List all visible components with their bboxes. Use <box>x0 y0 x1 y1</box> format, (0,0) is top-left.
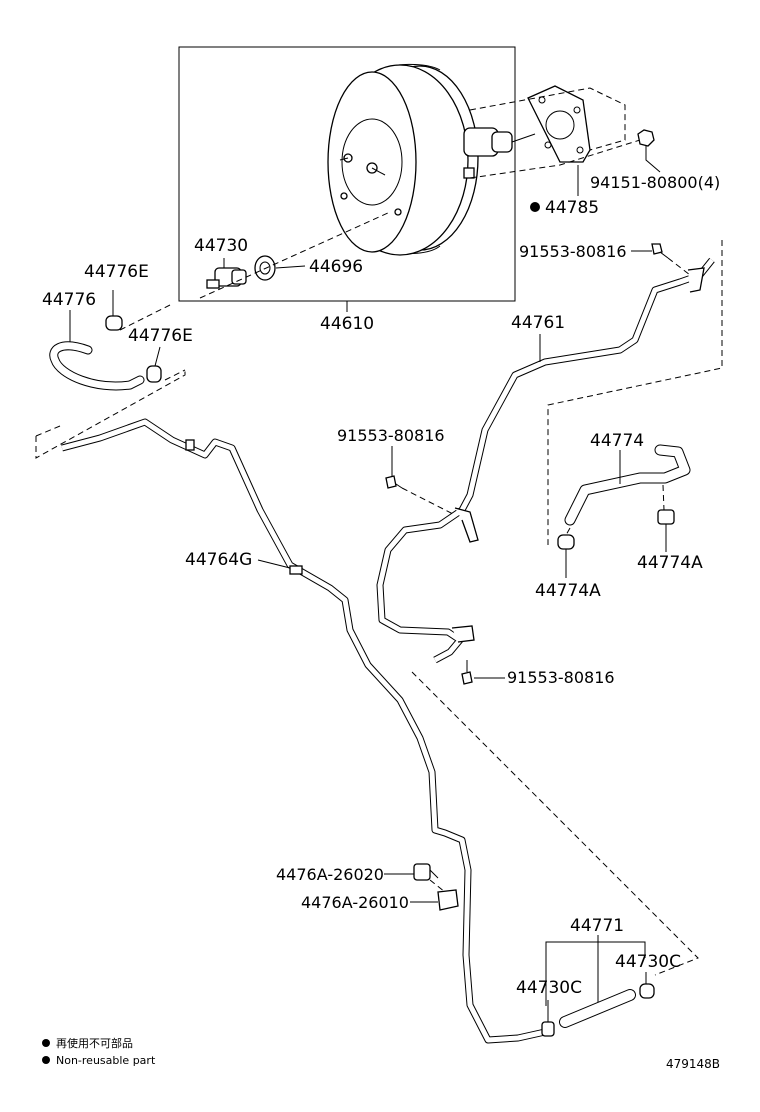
nut-94151 <box>637 129 655 147</box>
pipe-44764G <box>61 418 546 1044</box>
label-44774A-left: 44774A <box>535 581 601 601</box>
label-91553-80816-low: 91553-80816 <box>507 668 615 687</box>
hose-44776 <box>49 341 145 391</box>
label-44776: 44776 <box>42 290 96 310</box>
legend-note-en: Non-reusable part <box>56 1054 156 1067</box>
check-valve-44730 <box>206 267 247 289</box>
clip-44774A-right <box>657 509 675 525</box>
label-91553-80816-top: 91553-80816 <box>519 242 627 261</box>
legend-note-jp: 再使用不可部品 <box>56 1036 133 1050</box>
label-4476A-26020: 4476A-26020 <box>276 865 384 884</box>
bracket-44761-mid <box>454 507 479 543</box>
grommet-44696 <box>254 255 276 281</box>
bolt-91553-low <box>461 660 473 685</box>
label-44730C-left: 44730C <box>516 978 582 998</box>
label-44696: 44696 <box>309 257 363 277</box>
hose-44774 <box>564 444 691 526</box>
clip-44730C-right <box>639 983 655 999</box>
clip-44776E-upper <box>105 315 123 331</box>
label-4476A-26010: 4476A-26010 <box>301 893 409 912</box>
label-44774: 44774 <box>590 431 644 451</box>
label-91553-80816-mid: 91553-80816 <box>337 426 445 445</box>
figure-id: 479148B <box>666 1057 720 1071</box>
bolt-91553-top <box>651 243 669 259</box>
legend-dot-jp <box>42 1039 50 1047</box>
label-44730: 44730 <box>194 236 248 256</box>
clamp-4476A-26010 <box>437 889 459 911</box>
bracket-44761-low <box>451 625 475 643</box>
clip-44776E-lower <box>146 365 162 383</box>
hose-44771 <box>559 989 636 1028</box>
label-94151-80800: 94151-80800(4) <box>590 173 720 192</box>
label-44730C-right: 44730C <box>615 952 681 972</box>
brake-booster <box>327 63 479 256</box>
label-44761: 44761 <box>511 313 565 333</box>
booster-push-rod <box>463 127 536 179</box>
gasket-44785 <box>527 85 591 163</box>
bracket-44761-top <box>687 267 705 293</box>
label-44776E-upper: 44776E <box>84 262 149 282</box>
label-44764G: 44764G <box>185 550 252 570</box>
label-44771: 44771 <box>570 916 624 936</box>
label-44774A-right: 44774A <box>637 553 703 573</box>
bolt-91553-mid <box>385 475 403 489</box>
label-44610: 44610 <box>320 314 374 334</box>
label-44776E-lower: 44776E <box>128 326 193 346</box>
non-reusable-mark <box>530 202 540 212</box>
clamp-4476A-26020 <box>413 863 439 881</box>
clip-44774A-left <box>557 534 575 550</box>
label-44785: 44785 <box>545 198 599 218</box>
legend-dot-en <box>42 1056 50 1064</box>
clip-44730C-left <box>541 1021 555 1037</box>
